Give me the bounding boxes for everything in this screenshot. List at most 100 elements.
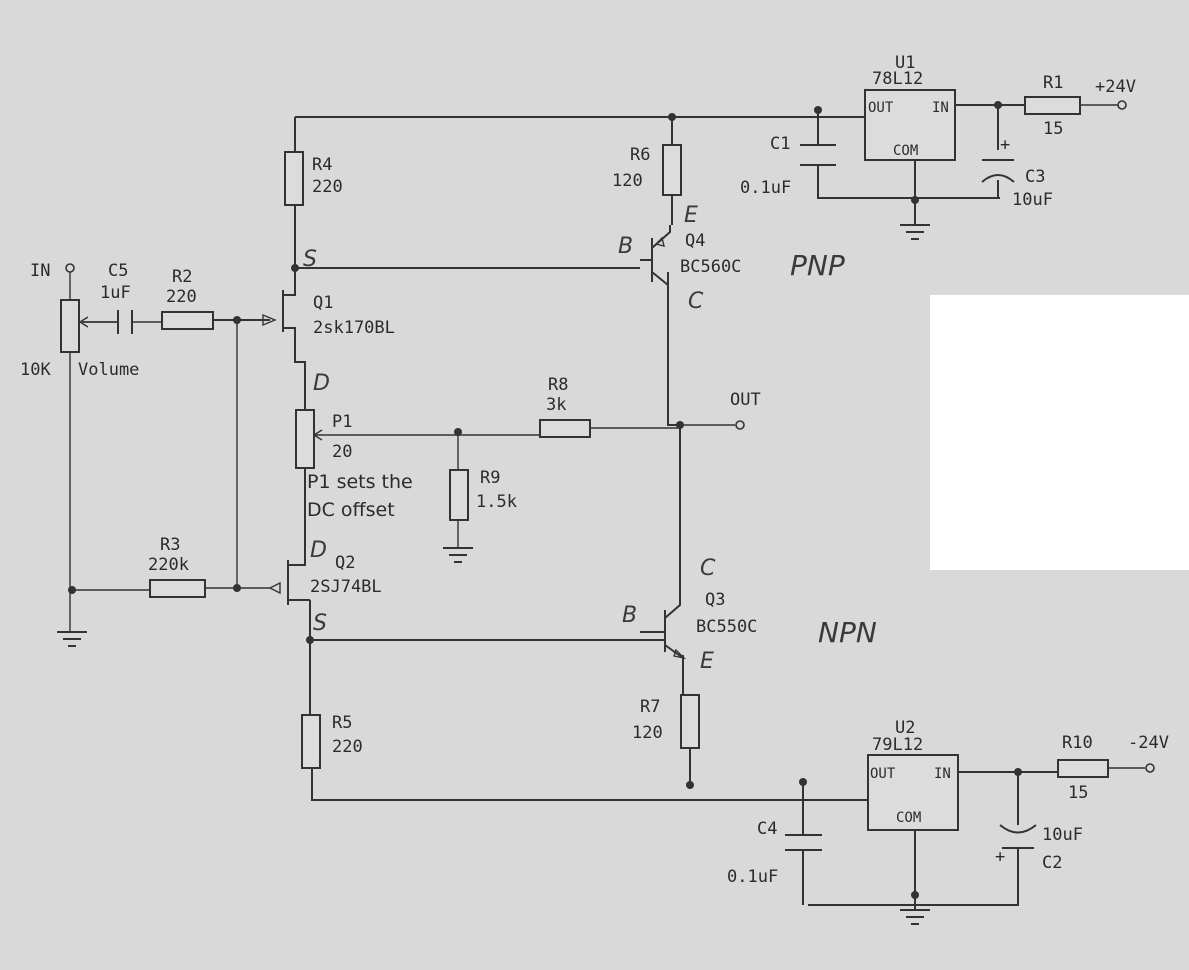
hand-q2-source: S <box>313 611 327 636</box>
hand-q4-collector: C <box>688 289 704 314</box>
hand-pnp: PNP <box>790 249 845 282</box>
note-line-2: DC offset <box>307 499 395 521</box>
r9-ref: R9 <box>480 468 500 488</box>
p1-ref: P1 <box>332 412 352 432</box>
u1-pin-com: COM <box>893 143 918 159</box>
hand-q3-collector: C <box>700 556 716 581</box>
c3-plus: + <box>1000 135 1010 155</box>
q2-part: 2SJ74BL <box>310 577 382 597</box>
c2-ref: C2 <box>1042 853 1062 873</box>
capacitor-c5 <box>117 310 133 334</box>
junction <box>291 264 299 272</box>
vpos-terminal <box>1117 100 1127 110</box>
trimmer-p1 <box>295 409 323 469</box>
junction <box>668 113 676 121</box>
u2-pin-com: COM <box>896 810 921 826</box>
resistor-r9 <box>449 469 469 521</box>
c1-ref: C1 <box>770 134 790 154</box>
volume-name: Volume <box>78 360 139 380</box>
vneg-label: -24V <box>1128 733 1169 753</box>
u2-part: 79L12 <box>872 735 923 755</box>
junction <box>814 106 822 114</box>
transistor-q3-npn <box>640 588 687 660</box>
resistor-r7 <box>680 694 700 749</box>
jfet-q2 <box>268 540 310 605</box>
output-label: OUT <box>730 390 761 410</box>
regulator-u1 <box>864 89 956 161</box>
hand-q1-source: S <box>303 247 317 272</box>
r4-value: 220 <box>312 177 343 197</box>
c5-value: 1uF <box>100 283 131 303</box>
junctions <box>68 101 1022 899</box>
regulator-u2 <box>867 754 959 831</box>
junction <box>799 778 807 786</box>
resistor-r1 <box>1024 96 1081 115</box>
q3-part: BC550C <box>696 617 757 637</box>
q4-part: BC560C <box>680 257 741 277</box>
q1-ref: Q1 <box>313 293 333 313</box>
capacitor-c2 <box>999 824 1037 849</box>
jfet-q1 <box>262 285 296 332</box>
hand-npn: NPN <box>818 616 877 649</box>
junction <box>911 196 919 204</box>
u1-pin-in: IN <box>932 100 949 116</box>
r7-ref: R7 <box>640 697 660 717</box>
r3-ref: R3 <box>160 535 180 555</box>
junction <box>233 584 241 592</box>
wires <box>69 104 1145 910</box>
capacitor-c3 <box>981 159 1015 183</box>
r8-ref: R8 <box>548 375 568 395</box>
p1-value: 20 <box>332 442 352 462</box>
r1-ref: R1 <box>1043 73 1063 93</box>
r1-value: 15 <box>1043 119 1063 139</box>
r4-ref: R4 <box>312 155 332 175</box>
u2-pin-in: IN <box>934 766 951 782</box>
hand-q2-drain: D <box>310 538 327 563</box>
junction <box>233 316 241 324</box>
blank-patch <box>930 295 1189 570</box>
u2-ref: U2 <box>895 718 915 738</box>
volume-potentiometer <box>60 299 118 353</box>
resistor-r2 <box>161 311 214 330</box>
volume-value: 10K <box>20 360 51 380</box>
hand-q3-emitter: E <box>700 649 714 674</box>
u1-pin-out: OUT <box>868 100 894 116</box>
note-line-1: P1 sets the <box>307 471 413 493</box>
resistor-r6 <box>662 144 682 196</box>
r5-value: 220 <box>332 737 363 757</box>
ground-symbol <box>900 224 930 240</box>
junction <box>686 781 694 789</box>
hand-q3-base: B <box>622 603 637 628</box>
input-label: IN <box>30 261 50 281</box>
hand-q4-base: B <box>618 234 633 259</box>
junction <box>994 101 1002 109</box>
hand-q4-emitter: E <box>684 203 698 228</box>
r2-value: 220 <box>166 287 197 307</box>
ground-symbol <box>443 547 473 563</box>
q1-part: 2sk170BL <box>313 318 395 338</box>
junction <box>1014 768 1022 776</box>
c2-value: 10uF <box>1042 825 1083 845</box>
r9-value: 1.5k <box>476 492 517 512</box>
r5-ref: R5 <box>332 713 352 733</box>
vpos-label: +24V <box>1095 77 1136 97</box>
c1-value: 0.1uF <box>740 178 791 198</box>
r10-value: 15 <box>1068 783 1088 803</box>
component-labels: IN OUT +24V -24V 10K Volume C5 1uF R2 22… <box>20 53 1169 887</box>
vneg-terminal <box>1145 763 1155 773</box>
junction <box>911 891 919 899</box>
q4-ref: Q4 <box>685 231 705 251</box>
junction <box>68 586 76 594</box>
junction <box>306 636 314 644</box>
r6-value: 120 <box>612 171 643 191</box>
resistor-r10 <box>1057 759 1109 778</box>
r8-value: 3k <box>546 395 566 415</box>
c4-value: 0.1uF <box>727 867 778 887</box>
u1-part: 78L12 <box>872 69 923 89</box>
transistor-q4-pnp <box>640 225 671 286</box>
capacitor-c1 <box>800 144 836 166</box>
resistor-r8 <box>539 419 591 438</box>
c3-ref: C3 <box>1025 167 1045 187</box>
